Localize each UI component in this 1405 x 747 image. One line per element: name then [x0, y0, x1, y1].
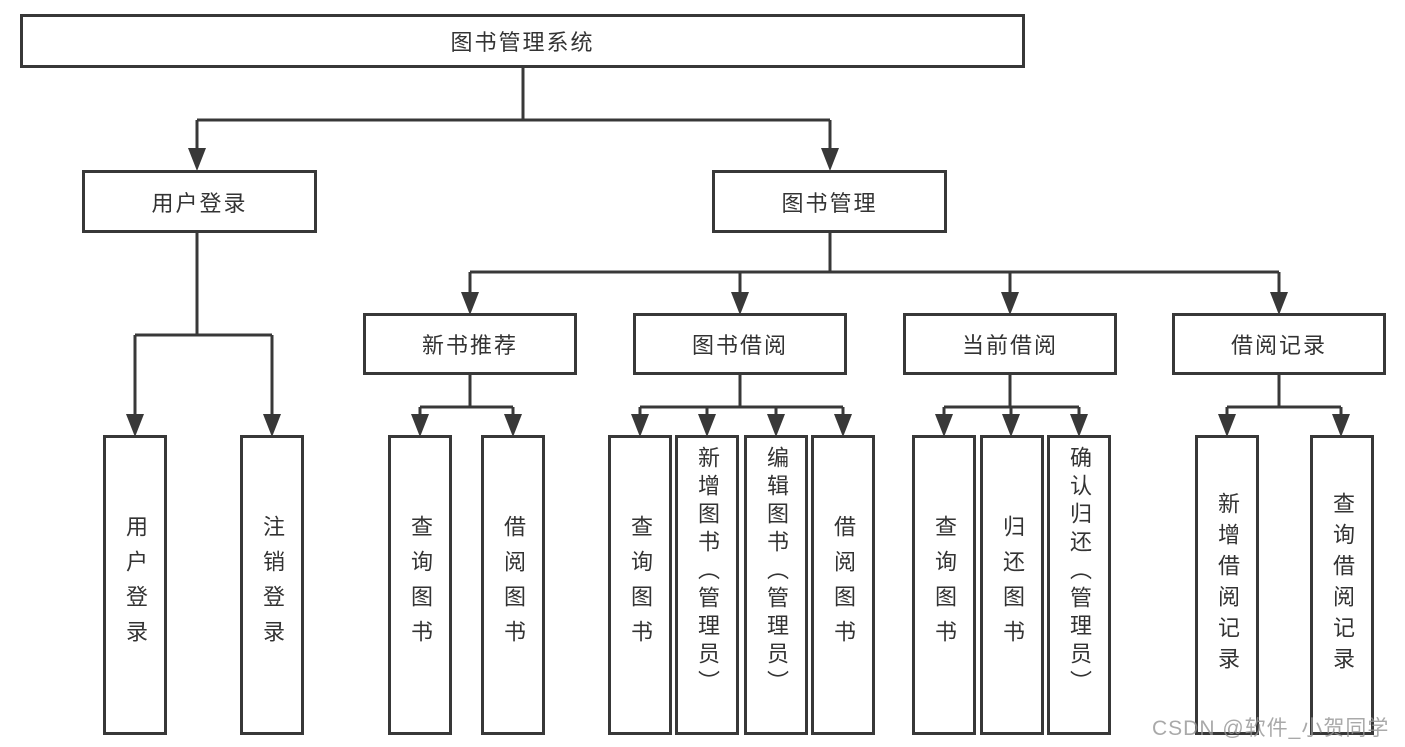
- leaf-borrow-books-recommend: 借阅图书: [481, 435, 545, 735]
- leaf-add-book-admin: 新增图书（管理员）: [675, 435, 739, 735]
- node-borrowing-records: 借阅记录: [1172, 313, 1386, 375]
- leaf-add-borrow-record: 新增借阅记录: [1195, 435, 1259, 735]
- csdn-watermark: CSDN @软件_小贺同学: [1152, 717, 1390, 740]
- leaf-logout: 注销登录: [240, 435, 304, 735]
- leaf-query-books-borrowing: 查询图书: [608, 435, 672, 735]
- node-new-book-recommend: 新书推荐: [363, 313, 577, 375]
- leaf-query-books-recommend: 查询图书: [388, 435, 452, 735]
- leaf-edit-book-admin: 编辑图书（管理员）: [744, 435, 808, 735]
- node-book-management: 图书管理: [712, 170, 947, 233]
- leaf-borrow-books-borrowing: 借阅图书: [811, 435, 875, 735]
- leaf-query-borrow-record: 查询借阅记录: [1310, 435, 1374, 735]
- leaf-user-login: 用户登录: [103, 435, 167, 735]
- leaf-query-books-current: 查询图书: [912, 435, 976, 735]
- node-book-borrowing: 图书借阅: [633, 313, 847, 375]
- node-library-management-system: 图书管理系统: [20, 14, 1025, 68]
- arrowheads: [126, 148, 1350, 437]
- leaf-confirm-return-admin: 确认归还（管理员）: [1047, 435, 1111, 735]
- leaf-return-books: 归还图书: [980, 435, 1044, 735]
- node-current-borrowing: 当前借阅: [903, 313, 1117, 375]
- node-user-login: 用户登录: [82, 170, 317, 233]
